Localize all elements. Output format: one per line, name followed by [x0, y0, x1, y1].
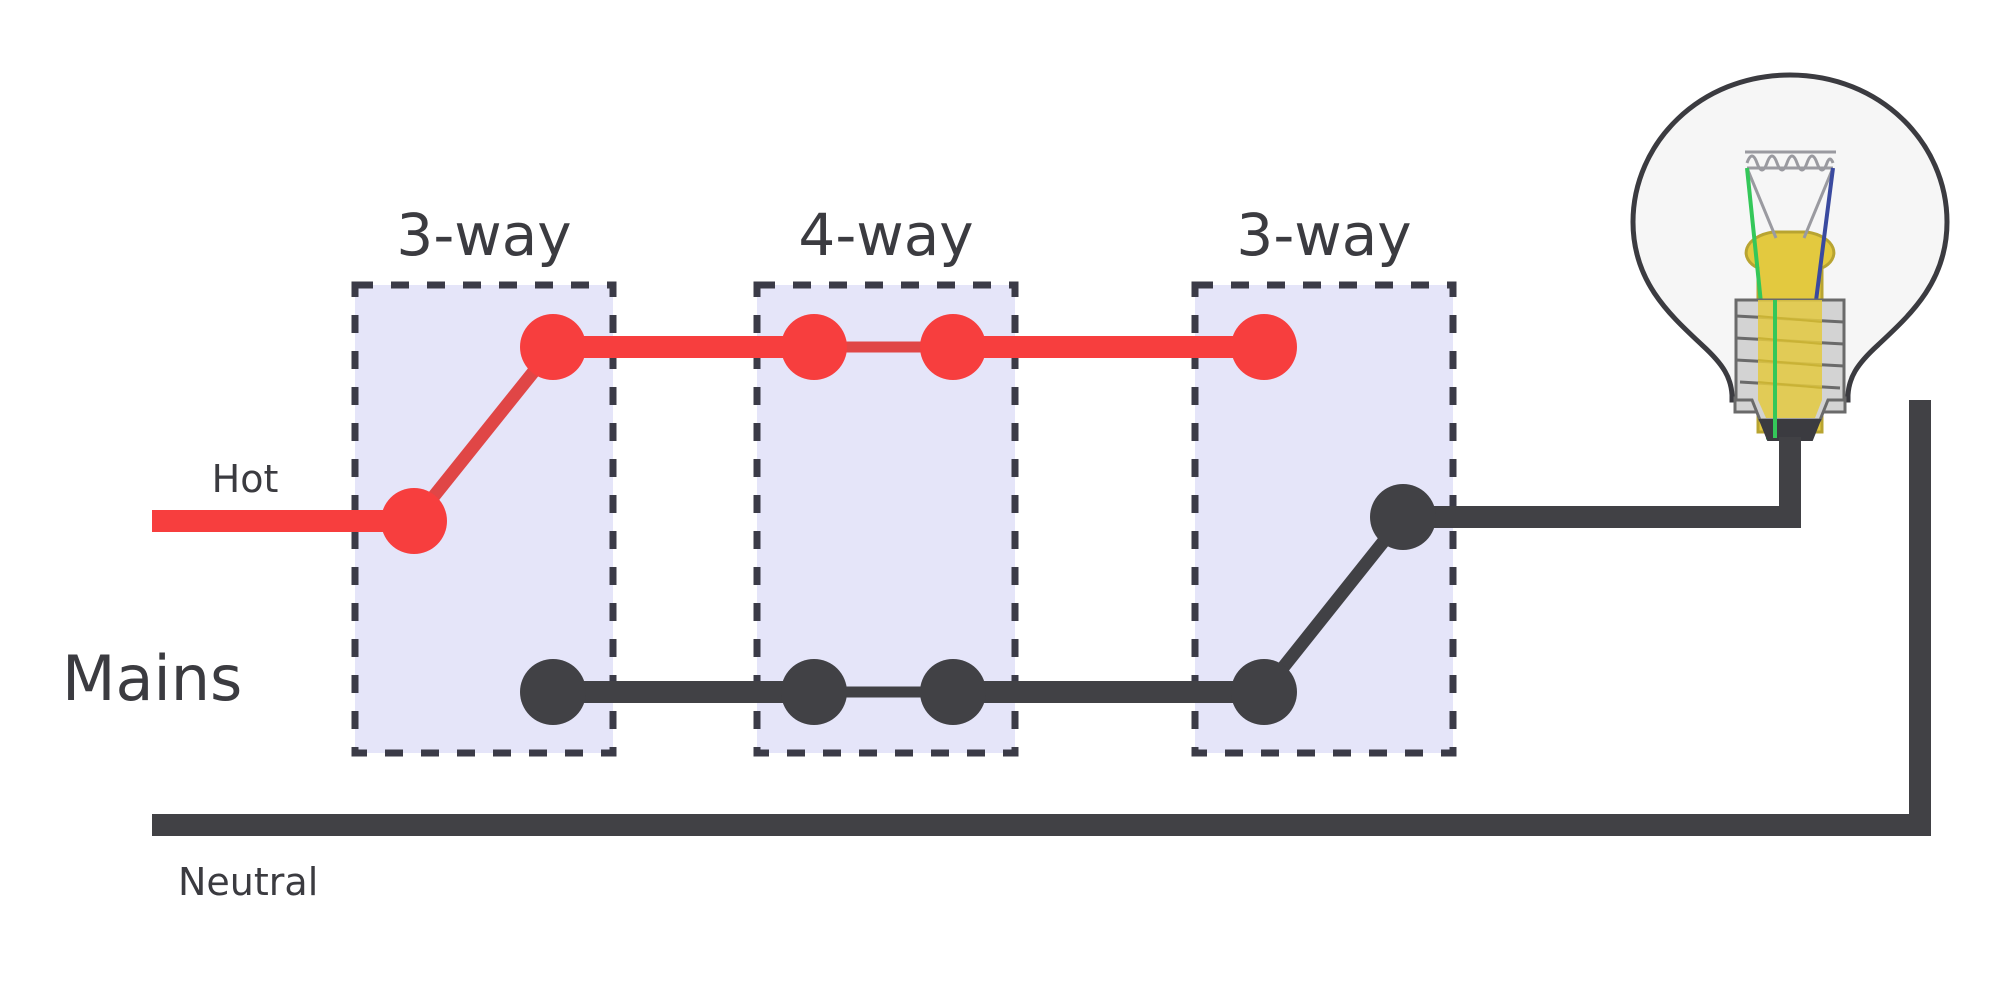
- switch-labels: 3-way 4-way 3-way: [396, 201, 1411, 269]
- terminal-switched-common[interactable]: [1370, 484, 1436, 550]
- text-label-group: Mains Hot Neutral: [62, 457, 318, 904]
- bulb-inner-threads-icon: [1757, 315, 1823, 389]
- wire-switched-hot-run: [1403, 402, 1801, 528]
- terminal-left-traveler-b[interactable]: [520, 659, 586, 725]
- incandescent-lamp[interactable]: [1630, 72, 1950, 441]
- terminal-left-traveler-a[interactable]: [520, 314, 586, 380]
- terminal-mid-traveler-d[interactable]: [920, 659, 986, 725]
- bulb-filament-coil-icon: [1745, 150, 1836, 172]
- terminal-hot-common[interactable]: [381, 488, 447, 554]
- terminal-group: [381, 314, 1436, 725]
- neutral-label: Neutral: [178, 860, 318, 904]
- terminal-mid-traveler-a[interactable]: [781, 314, 847, 380]
- mains-label: Mains: [62, 642, 242, 715]
- hot-label: Hot: [212, 457, 279, 501]
- terminal-mid-traveler-c[interactable]: [781, 659, 847, 725]
- switch-box-label-4way-mid: 4-way: [798, 201, 973, 269]
- terminal-mid-traveler-b[interactable]: [920, 314, 986, 380]
- wire-group: [152, 336, 1931, 836]
- switch-box-label-3way-right: 3-way: [1236, 201, 1411, 269]
- terminal-right-traveler-b[interactable]: [1231, 659, 1297, 725]
- switch-box-label-3way-left: 3-way: [396, 201, 571, 269]
- terminal-right-traveler-a[interactable]: [1231, 314, 1297, 380]
